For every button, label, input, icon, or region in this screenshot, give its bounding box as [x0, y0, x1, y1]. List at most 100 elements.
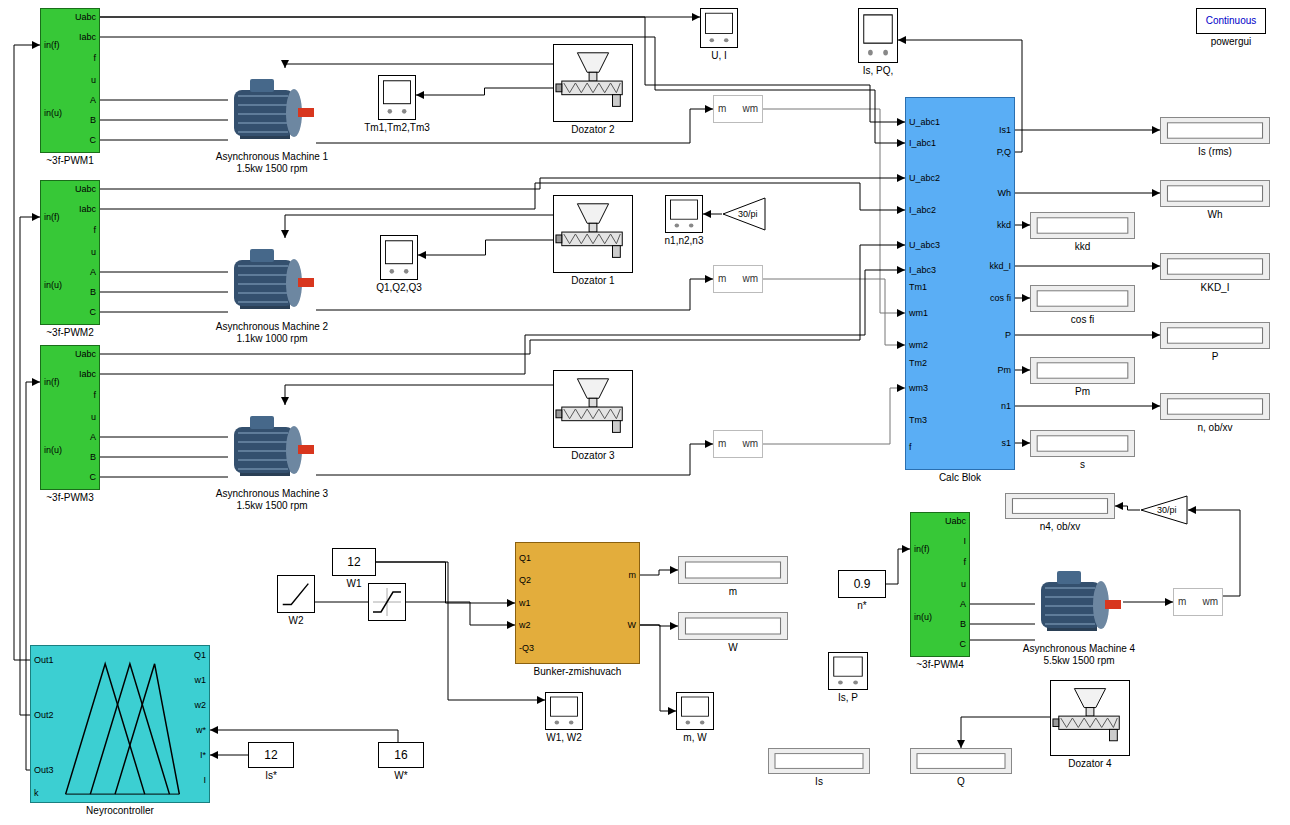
port-label: -Q3 — [519, 642, 534, 654]
port-label: Pm — [998, 364, 1012, 376]
signal-line — [20, 217, 40, 715]
port-label: w* — [196, 724, 206, 736]
port-label: Uabc — [75, 11, 96, 23]
block-name: s — [1080, 459, 1085, 471]
block-name: n1,n2,n3 — [665, 235, 704, 247]
port-label: A — [90, 94, 96, 106]
cooling-fin — [1045, 605, 1095, 607]
block-name: Dozator 4 — [1068, 758, 1111, 770]
block-name: n, ob/xv — [1197, 422, 1232, 434]
block-name: Asynchronous Machine 1 1.5kw 1500 rpm — [207, 151, 337, 175]
port-label: w2 — [519, 619, 531, 631]
block-name: Calc Blok — [939, 472, 981, 484]
port-label: Iabc — [79, 31, 96, 43]
signal-line — [1015, 370, 1030, 371]
motor-illustration — [228, 238, 316, 320]
cooling-fin — [1045, 614, 1095, 616]
scope-knob — [724, 38, 729, 42]
bunker-subsystem: Q1Q2w1w2-Q3mWBunker-zmishuvach — [515, 542, 640, 664]
port-label: w1 — [194, 674, 206, 686]
cooling-fin — [238, 122, 288, 124]
signal-line — [970, 624, 1035, 625]
cooling-fin — [238, 450, 288, 452]
port-label: wm1 — [909, 307, 928, 319]
port-label: A — [90, 431, 96, 443]
scope-screen — [551, 697, 578, 716]
asynchronous-machine: Asynchronous Machine 1 1.5kw 1500 rpm — [228, 68, 316, 150]
display-field — [1037, 363, 1128, 378]
block-name: Is* — [265, 770, 277, 782]
scope-icon — [381, 236, 417, 279]
signal-line — [315, 602, 515, 625]
motor-shaft — [1105, 600, 1121, 609]
display-block: n4, ob/xv — [1005, 493, 1115, 519]
block-name: ~3f-PWM4 — [916, 659, 964, 671]
block-name: Wh — [1208, 209, 1223, 221]
display-window — [1031, 431, 1134, 456]
port-label: k — [34, 787, 39, 799]
cooling-fin — [238, 459, 288, 461]
block-name: ~3f-PWM1 — [46, 155, 94, 167]
display-window — [1161, 323, 1269, 348]
block-name: P — [1212, 351, 1219, 363]
screw-thread — [564, 83, 621, 93]
display-window — [1031, 286, 1134, 311]
port-label: Uabc — [945, 515, 966, 527]
signal-line — [1015, 443, 1030, 444]
display-block: Wh — [1160, 180, 1270, 207]
port-label: C — [960, 638, 967, 650]
membership-functions — [31, 646, 209, 802]
port-label: in(f) — [914, 543, 930, 555]
cooling-fin — [1045, 596, 1095, 598]
screw-tube — [562, 407, 622, 421]
port-label: Iabc — [79, 203, 96, 215]
port-label: Out2 — [34, 709, 54, 721]
signal-line — [14, 45, 40, 660]
cooling-fin — [1045, 587, 1095, 589]
dozator-block: Dozator 3 — [553, 370, 633, 448]
block-name: kkd — [1075, 241, 1091, 253]
scope-knob — [883, 50, 888, 56]
port-label: I_abc1 — [909, 137, 936, 149]
block-name: Dozator 3 — [571, 450, 614, 462]
scope-knob — [390, 269, 395, 274]
block-name: W2 — [289, 615, 304, 627]
outlet — [613, 421, 621, 433]
signal-line — [210, 730, 398, 742]
outlet — [613, 95, 621, 107]
dozator-illustration — [1051, 681, 1129, 755]
signal-line — [1015, 266, 1160, 267]
signal-line — [316, 279, 713, 310]
demux-block: mwm — [1173, 588, 1223, 616]
port-label: B — [90, 286, 96, 298]
block-name: W1, W2 — [546, 732, 582, 744]
membership-triangle — [115, 664, 179, 794]
port-label: u — [91, 74, 96, 86]
display-block: cos fi — [1030, 285, 1135, 312]
gain-value: 30/pi — [738, 208, 758, 220]
port-label: B — [90, 114, 96, 126]
display-block: W — [678, 612, 788, 640]
port-label: f — [963, 556, 966, 568]
scope-knob — [686, 721, 691, 725]
signal-line — [100, 477, 228, 478]
scope-icon — [829, 653, 867, 689]
drive — [1053, 719, 1059, 727]
scope-block: W1, W2 — [545, 692, 583, 730]
scope-icon — [666, 196, 702, 232]
block-name: Neyrocontroller — [86, 805, 154, 817]
signal-line — [1015, 298, 1030, 299]
scope-knob — [868, 50, 873, 56]
block-name: Bunker-zmishuvach — [534, 666, 622, 678]
asynchronous-machine: Asynchronous Machine 4 5.5kw 1500 rpm — [1035, 560, 1123, 642]
port-label: P,Q — [997, 146, 1011, 158]
motor-shaft — [298, 445, 314, 454]
scope-icon — [859, 9, 897, 62]
constant-block: 12Is* — [248, 742, 294, 768]
signal-line — [285, 385, 553, 405]
port-label: w2 — [194, 699, 206, 711]
signal-line — [100, 457, 228, 458]
signal-line — [100, 183, 905, 210]
display-window — [1031, 358, 1134, 383]
signal-line — [1015, 335, 1160, 336]
